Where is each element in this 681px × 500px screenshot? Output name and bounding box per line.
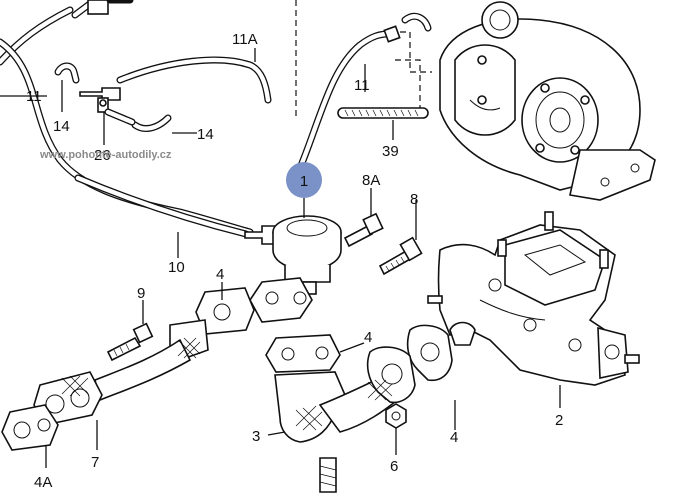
label-14-right: 14 <box>197 126 214 143</box>
label-4-middle: 4 <box>364 329 372 346</box>
exhaust-manifold <box>427 211 640 386</box>
label-11-left: 11 <box>26 88 42 105</box>
connecting-pipe <box>274 346 416 493</box>
label-39: 39 <box>382 143 399 160</box>
vacuum-hoses-top-left <box>0 0 272 238</box>
front-pipe <box>33 319 209 426</box>
label-4-lower: 4 <box>450 429 458 446</box>
label-4A: 4A <box>34 474 52 491</box>
label-6: 6 <box>390 458 398 475</box>
gaskets <box>195 277 453 382</box>
bolt-9 <box>106 322 154 362</box>
label-3: 3 <box>252 428 260 445</box>
bolt-8 <box>378 236 423 276</box>
label-8: 8 <box>410 191 418 208</box>
label-2: 2 <box>555 412 563 429</box>
watermark-text: www.pohonte-autodily.cz <box>39 149 172 161</box>
label-1: 1 <box>300 173 308 190</box>
label-11A: 11A <box>232 31 258 48</box>
boundary-lines <box>295 0 432 120</box>
highlight-circle <box>286 162 322 198</box>
label-10: 10 <box>168 259 185 276</box>
label-11-right: 11 <box>354 77 370 94</box>
label-4-upper: 4 <box>216 266 224 283</box>
turbocharger <box>439 1 656 201</box>
highlight-marker-part-1[interactable]: 1 <box>286 162 322 198</box>
vacuum-hose-to-turbo <box>296 12 432 172</box>
part-labels: 8A 8 10 4 9 4 4 2 3 6 7 4A 11 39 11A 11 … <box>26 31 563 491</box>
insulation-sleeve <box>337 107 429 119</box>
leader-lines <box>0 48 561 468</box>
vacuum-actuator <box>244 212 384 295</box>
label-26: 26 <box>94 147 111 164</box>
label-14-left: 14 <box>53 118 70 135</box>
label-7: 7 <box>91 454 99 471</box>
gasket-4a <box>1 404 59 451</box>
label-9: 9 <box>137 285 145 302</box>
nut-6 <box>385 403 407 429</box>
label-8A: 8A <box>362 172 380 189</box>
